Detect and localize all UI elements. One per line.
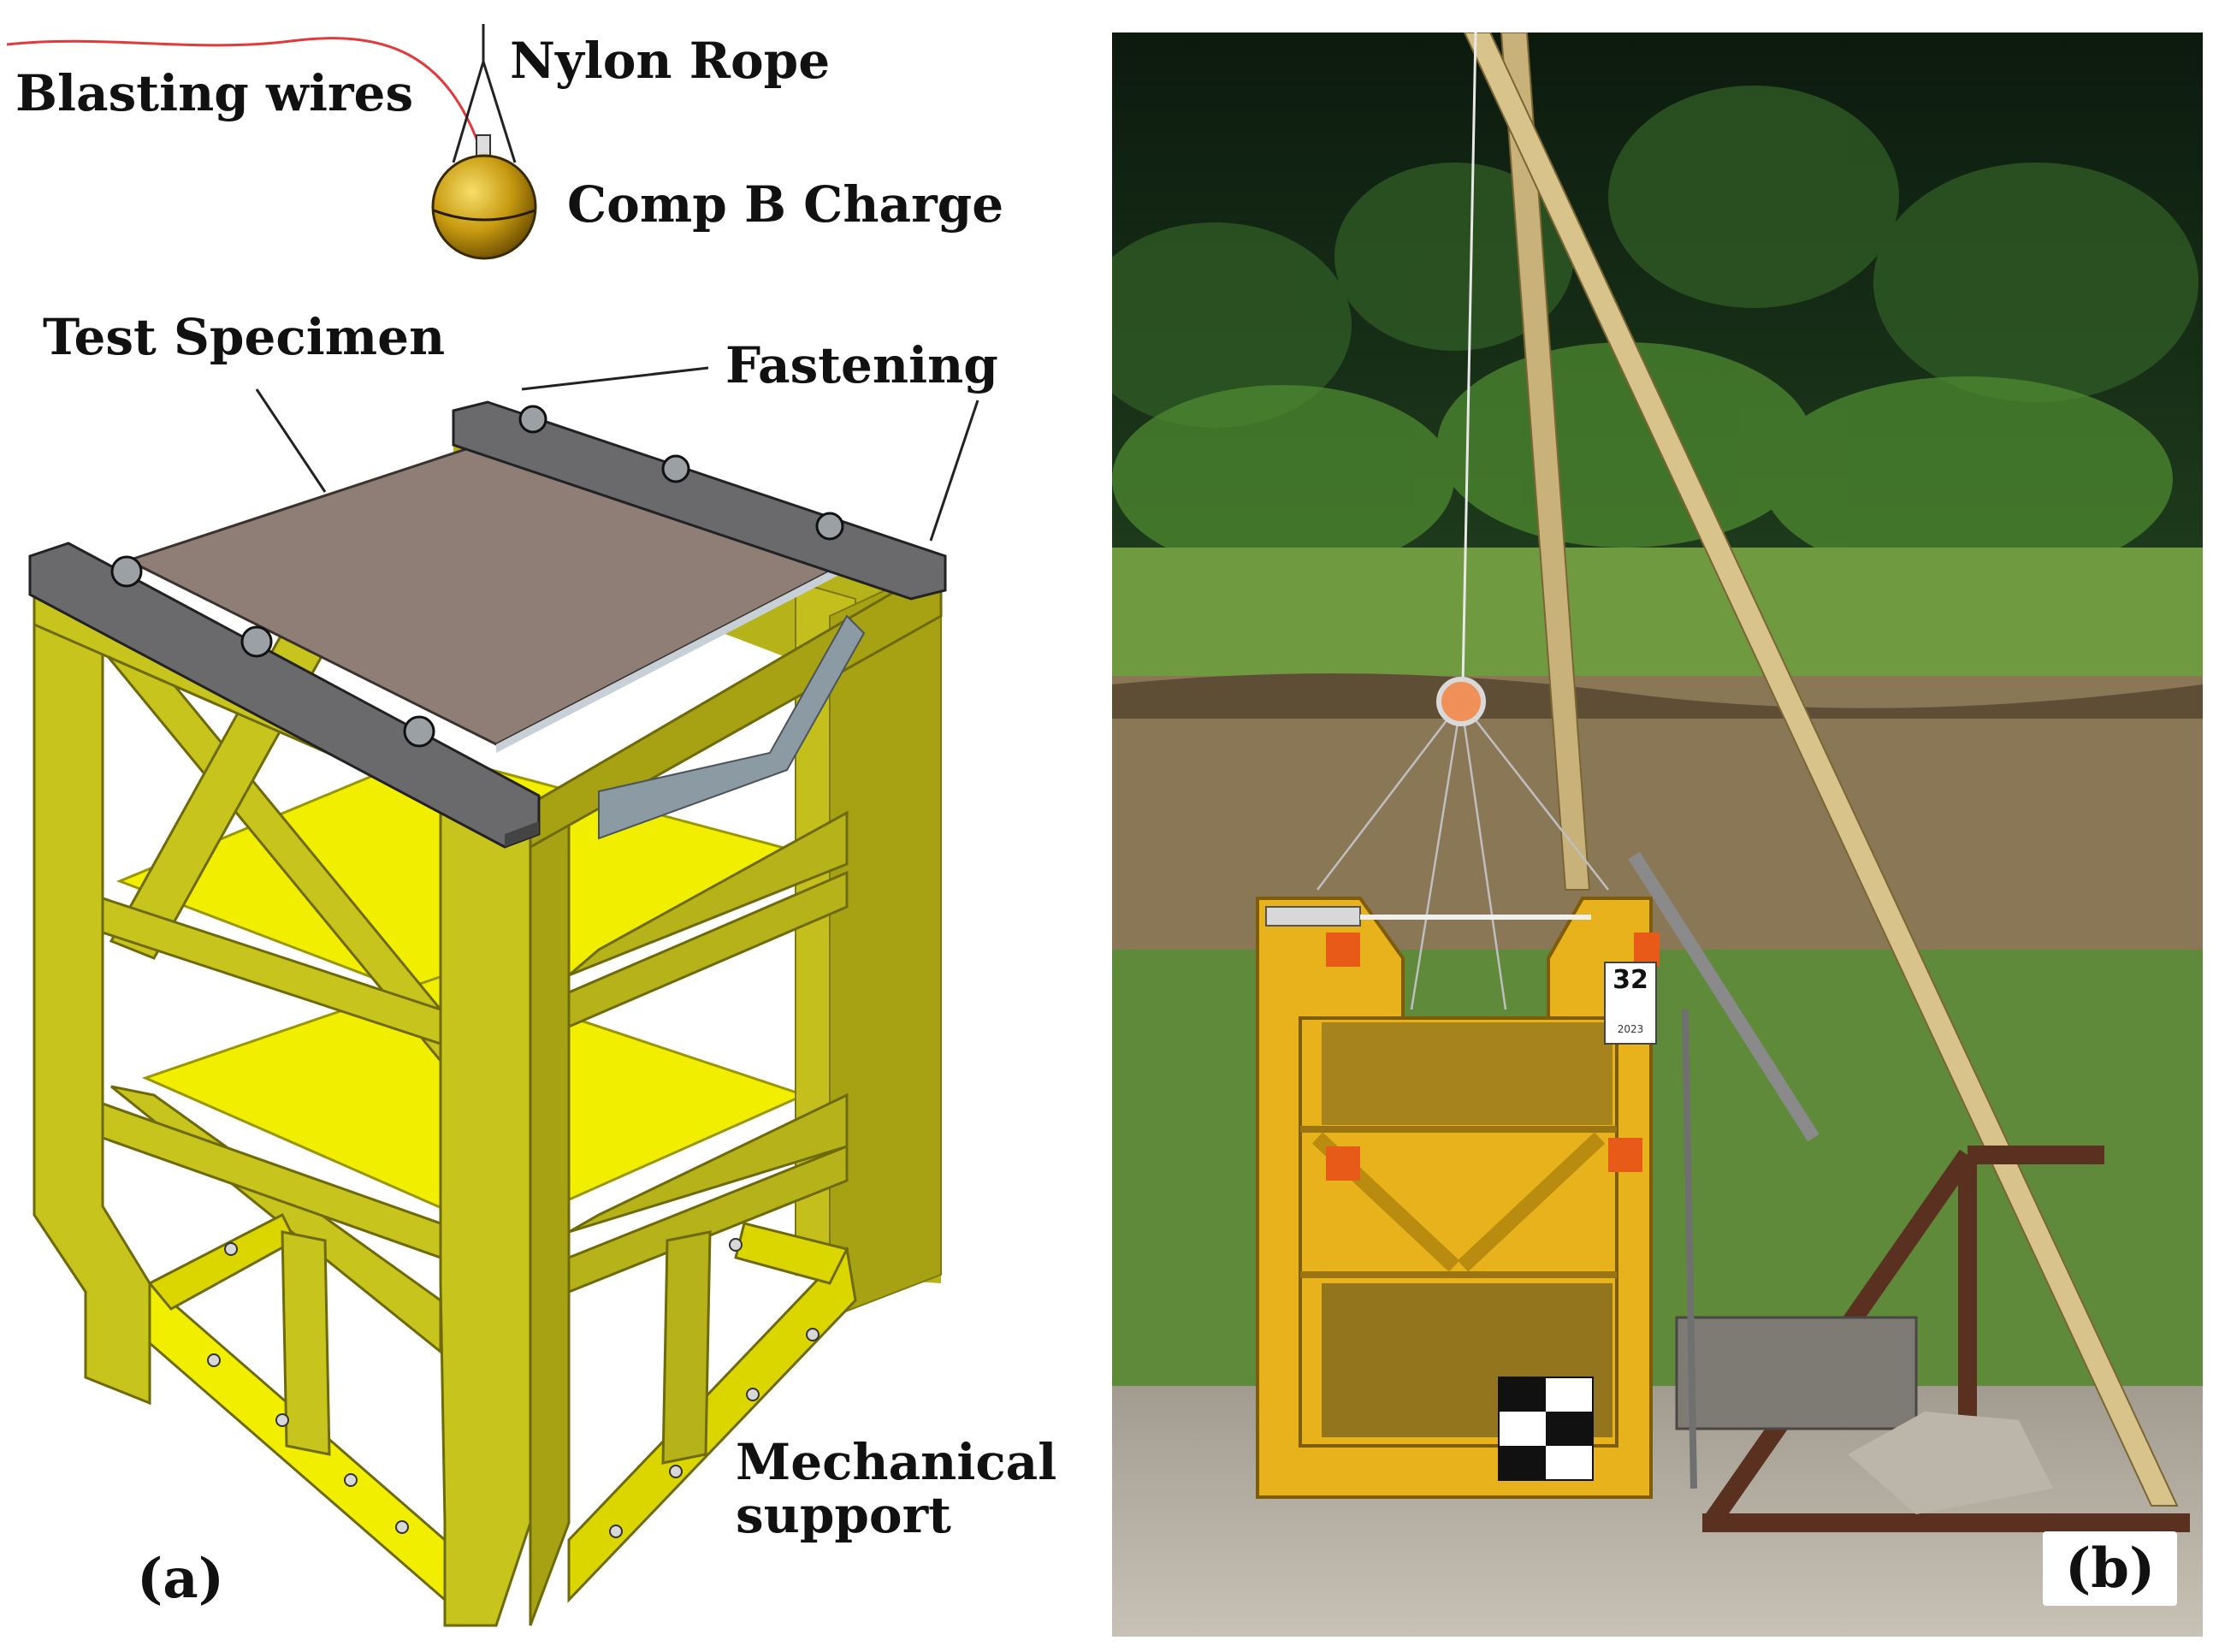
photo-charge bbox=[1436, 677, 1486, 726]
panel-a-tag: (a) bbox=[137, 1547, 225, 1611]
label-mechanical: Mechanical bbox=[736, 1433, 1057, 1491]
bamboo-pole-diagonal bbox=[1463, 33, 2179, 1507]
blasting-wire bbox=[6, 37, 481, 146]
board-year: 2023 bbox=[1617, 1023, 1644, 1035]
panel-b-tag: (b) bbox=[2043, 1531, 2178, 1606]
fastening-bolts bbox=[110, 405, 844, 748]
label-blasting-wires: Blasting wires bbox=[15, 64, 414, 122]
panel-a-drawing bbox=[6, 24, 979, 1627]
label-nylon-rope: Nylon Rope bbox=[510, 32, 831, 90]
frame-post-front bbox=[439, 767, 532, 1627]
brace-right-a bbox=[568, 810, 849, 977]
panel-b-photo bbox=[1112, 33, 2203, 1637]
number-board bbox=[1604, 962, 1657, 1045]
board-number: 32 bbox=[1612, 965, 1648, 995]
leader-fastening-b bbox=[929, 400, 979, 542]
leader-fastening-a bbox=[521, 366, 709, 391]
comp-b-charge-sphere bbox=[431, 154, 537, 260]
leader-test-specimen bbox=[255, 388, 327, 493]
label-support: support bbox=[736, 1486, 951, 1544]
label-fastening: Fastening bbox=[725, 336, 998, 394]
photo-rig bbox=[1256, 897, 1660, 1499]
bamboo-pole-vertical bbox=[1500, 33, 1591, 891]
brace-right-b bbox=[568, 1092, 849, 1234]
label-comp-b-charge: Comp B Charge bbox=[567, 175, 1004, 234]
frame-post-left bbox=[33, 571, 151, 1406]
label-test-specimen: Test Specimen bbox=[43, 308, 446, 366]
checker-target bbox=[1498, 1377, 1594, 1481]
fastening-bar-back bbox=[452, 400, 947, 601]
